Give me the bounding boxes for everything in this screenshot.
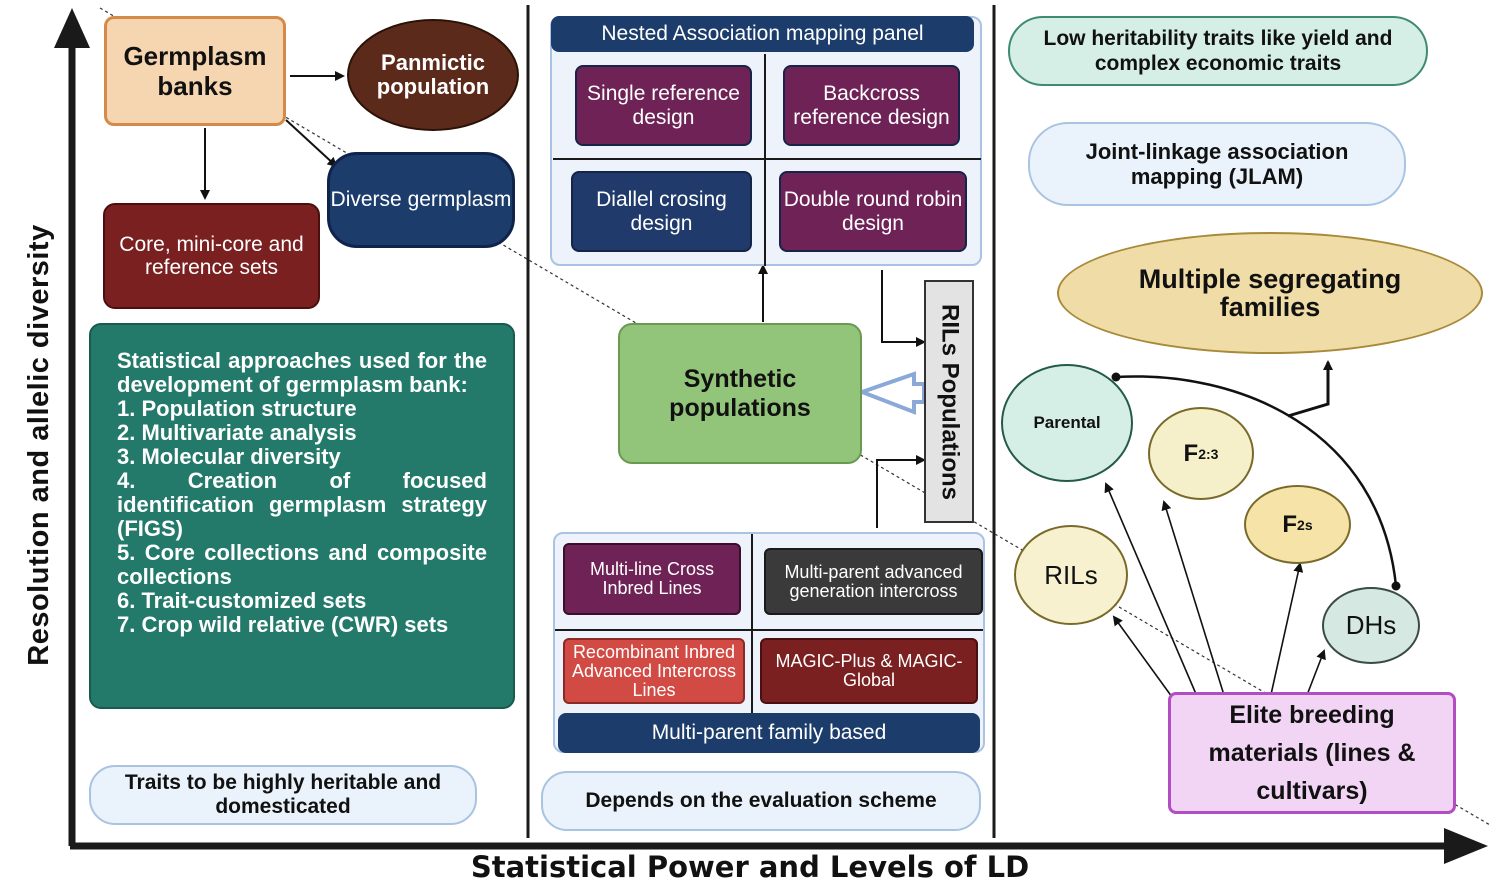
rils-circle: RILs — [1014, 525, 1128, 625]
arrow-elite-to-rils — [1112, 615, 1181, 709]
nam-divider-horizontal — [553, 158, 981, 160]
rils-populations-label: RILs Populations — [936, 303, 964, 500]
riail-box: Recombinant Inbred Advanced Intercross L… — [563, 638, 745, 704]
statistical-approaches-box: Statistical approaches used for the deve… — [89, 323, 515, 709]
jlam-pill: Joint-linkage association mapping (JLAM) — [1028, 122, 1406, 206]
statistical-item: 4. Creation of focused identification ge… — [117, 468, 487, 541]
multi-parent-title: Multi-parent family based — [558, 713, 980, 753]
arrow-multiparent-to-rils — [876, 455, 926, 528]
multiple-segregating-families-ellipse: Multiple segregating families — [1057, 232, 1483, 354]
mp-divider-vertical — [751, 534, 753, 714]
hollow-arrow-rils-to-synthetic — [856, 371, 926, 415]
arc-start-dot — [1111, 372, 1121, 382]
elite-breeding-materials-box: Elite breeding materials (lines & cultiv… — [1168, 692, 1456, 814]
multi-line-cross-inbred-box: Multi-line Cross Inbred Lines — [563, 543, 741, 615]
f23-base: F — [1183, 439, 1199, 467]
statistical-item: 7. Crop wild relative (CWR) sets — [117, 612, 449, 637]
double-round-robin-design-box: Double round robin design — [779, 171, 967, 252]
arc-end-dot — [1391, 581, 1401, 591]
diallel-crossing-design-box: Diallel crosing design — [571, 171, 752, 252]
panmictic-population-ellipse: Panmictic population — [347, 19, 519, 131]
statistical-approaches-heading: Statistical approaches used for the deve… — [117, 348, 487, 397]
magic-plus-global-box: MAGIC-Plus & MAGIC-Global — [760, 638, 978, 704]
arrow-nam-to-rils — [881, 270, 926, 347]
statistical-item: 1. Population structure — [117, 396, 357, 421]
mp-divider-horizontal — [555, 629, 983, 631]
f2s-sub: 2s — [1297, 516, 1313, 533]
nam-divider-vertical — [764, 54, 766, 266]
statistical-item: 3. Molecular diversity — [117, 444, 341, 469]
magic-box: Multi-parent advanced generation intercr… — [764, 548, 983, 615]
dhs-circle: DHs — [1322, 587, 1420, 664]
parental-circle: Parental — [1001, 364, 1133, 482]
y-axis-arrowhead — [54, 8, 90, 48]
arrow-to-multiple-segregating — [1287, 360, 1333, 418]
arc-parental-to-dhs — [1115, 375, 1398, 587]
rils-populations-box — [924, 280, 974, 523]
synthetic-populations-box: Synthetic populations — [618, 323, 862, 464]
x-axis-arrowhead — [1444, 828, 1488, 864]
arrow-elite-to-f23 — [1161, 500, 1229, 709]
single-reference-design-box: Single reference design — [575, 65, 752, 146]
germplasm-banks-box: Germplasm banks — [104, 16, 286, 126]
heritable-traits-pill: Traits to be highly heritable and domest… — [89, 765, 477, 825]
f23-sub: 2:3 — [1198, 445, 1219, 462]
statistical-item: 6. Trait-customized sets — [117, 588, 367, 613]
statistical-item: 5. Core collections and composite collec… — [117, 540, 487, 589]
low-heritability-pill: Low heritability traits like yield and c… — [1008, 16, 1428, 86]
evaluation-scheme-pill: Depends on the evaluation scheme — [541, 771, 981, 831]
y-axis-label: Resolution and allelic diversity — [22, 224, 55, 666]
f2s-base: F — [1282, 510, 1298, 538]
nam-panel-title: Nested Association mapping panel — [551, 16, 974, 52]
arrow-elite-to-parental — [1104, 482, 1203, 709]
diverse-germplasm-box: Diverse germplasm — [327, 152, 515, 248]
arrow-germplasm-to-diverse — [285, 119, 338, 168]
arrow-elite-to-f2s — [1267, 562, 1304, 709]
backcross-reference-design-box: Backcross reference design — [783, 65, 960, 146]
x-axis-label: Statistical Power and Levels of LD — [470, 850, 1030, 884]
statistical-item: 2. Multivariate analysis — [117, 420, 357, 445]
core-sets-box: Core, mini-core and reference sets — [103, 203, 320, 309]
